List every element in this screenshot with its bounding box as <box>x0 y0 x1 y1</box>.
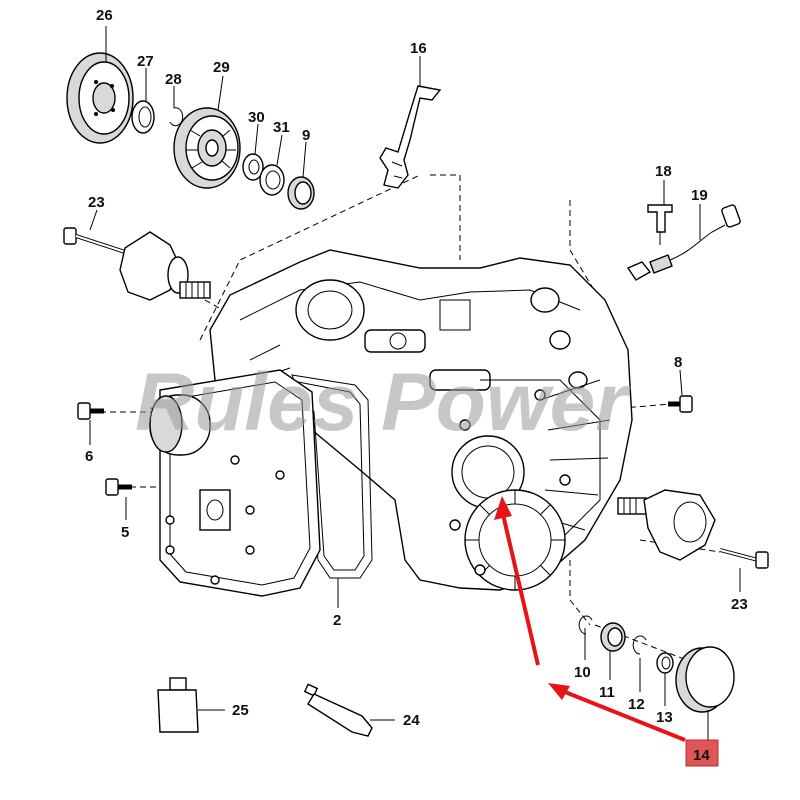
oil-bottle-25-part <box>157 677 225 733</box>
seal-11-part <box>600 622 626 652</box>
callout-30: 30 <box>248 109 265 126</box>
callout-12: 12 <box>628 696 645 713</box>
callout-9: 9 <box>302 127 310 144</box>
circlip-28-part <box>169 107 184 127</box>
drive-flange-right-part <box>617 489 716 561</box>
callout-28: 28 <box>165 71 182 88</box>
speed-sensor-19-part <box>626 204 741 281</box>
ring-30-part <box>242 153 264 181</box>
callout-23-top: 23 <box>88 194 105 211</box>
seal-9-part <box>287 176 315 210</box>
callout-25: 25 <box>232 702 249 719</box>
callout-5: 5 <box>121 524 129 541</box>
drive-flange-left-part <box>119 231 211 301</box>
bolt-23-bottom-part <box>719 548 769 569</box>
seal-ring-27-part <box>131 100 155 134</box>
circlip-12-part <box>632 635 647 655</box>
callout-26: 26 <box>96 7 113 24</box>
bolt-8-part <box>668 395 693 413</box>
watermark-text: Rules Power <box>135 357 631 448</box>
callout-16: 16 <box>410 40 427 57</box>
bolt-23-top-part <box>63 227 126 254</box>
ring-31-part <box>259 164 285 196</box>
circlip-10-part <box>578 615 593 635</box>
leader-lines <box>89 26 741 740</box>
sealant-tube-24-part <box>303 683 395 737</box>
highlight-arrow <box>494 496 686 742</box>
clip-18-part <box>647 204 673 245</box>
callout-29: 29 <box>213 59 230 76</box>
shift-fork-part <box>379 85 442 189</box>
cap-14-part <box>675 646 735 713</box>
callout-18: 18 <box>655 163 672 180</box>
clutch-pressure-plate-part <box>173 107 241 189</box>
callout-27: 27 <box>137 53 154 70</box>
callout-19: 19 <box>691 187 708 204</box>
bolt-5-part <box>105 478 132 496</box>
callout-31: 31 <box>273 119 290 136</box>
callout-6: 6 <box>85 448 93 465</box>
gearbox-housing-part <box>209 249 633 591</box>
flywheel-part <box>66 52 134 144</box>
callout-13: 13 <box>656 709 673 726</box>
callout-14: 14 <box>693 747 710 764</box>
callout-10: 10 <box>574 664 591 681</box>
callout-23-bottom: 23 <box>731 596 748 613</box>
callout-24: 24 <box>403 712 420 729</box>
callout-8: 8 <box>674 354 682 371</box>
callout-11: 11 <box>599 684 615 701</box>
ring-13-part <box>656 652 674 674</box>
cover-part <box>149 369 321 597</box>
callout-labels: 26 27 28 29 30 31 9 16 18 19 23 8 6 5 2 … <box>85 7 748 729</box>
bolt-6-part <box>77 402 104 420</box>
highlighted-callout-14: 14 <box>685 739 719 767</box>
callout-2: 2 <box>333 612 341 629</box>
